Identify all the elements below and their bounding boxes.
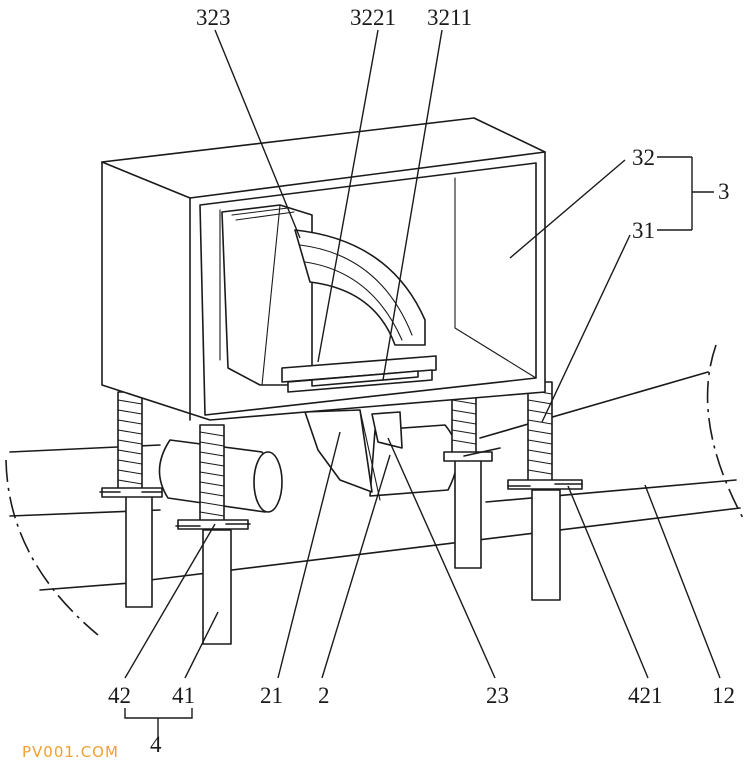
pipe-assembly (158, 409, 459, 513)
label-3: 3 (718, 179, 730, 204)
label-32: 32 (632, 145, 655, 170)
label-42: 42 (108, 683, 131, 708)
leader-lines (124, 29, 721, 738)
leg-front-left (177, 424, 249, 645)
label-421: 421 (628, 683, 663, 708)
adjustment-bolts (99, 447, 583, 527)
label-41: 41 (172, 683, 195, 708)
label-4: 4 (150, 732, 162, 757)
internal-holder (221, 204, 437, 393)
label-12: 12 (712, 683, 735, 708)
label-323: 323 (196, 5, 231, 30)
label-21: 21 (260, 683, 283, 708)
leg-back-left (101, 391, 163, 608)
label-31: 31 (632, 218, 655, 243)
label-3211: 3211 (427, 5, 473, 30)
label-3221: 3221 (350, 5, 396, 30)
label-23: 23 (486, 683, 509, 708)
label-2: 2 (318, 683, 330, 708)
leg-front-right (507, 381, 583, 601)
leg-back-right (443, 391, 493, 569)
watermark-text: PV001.COM (22, 743, 119, 761)
